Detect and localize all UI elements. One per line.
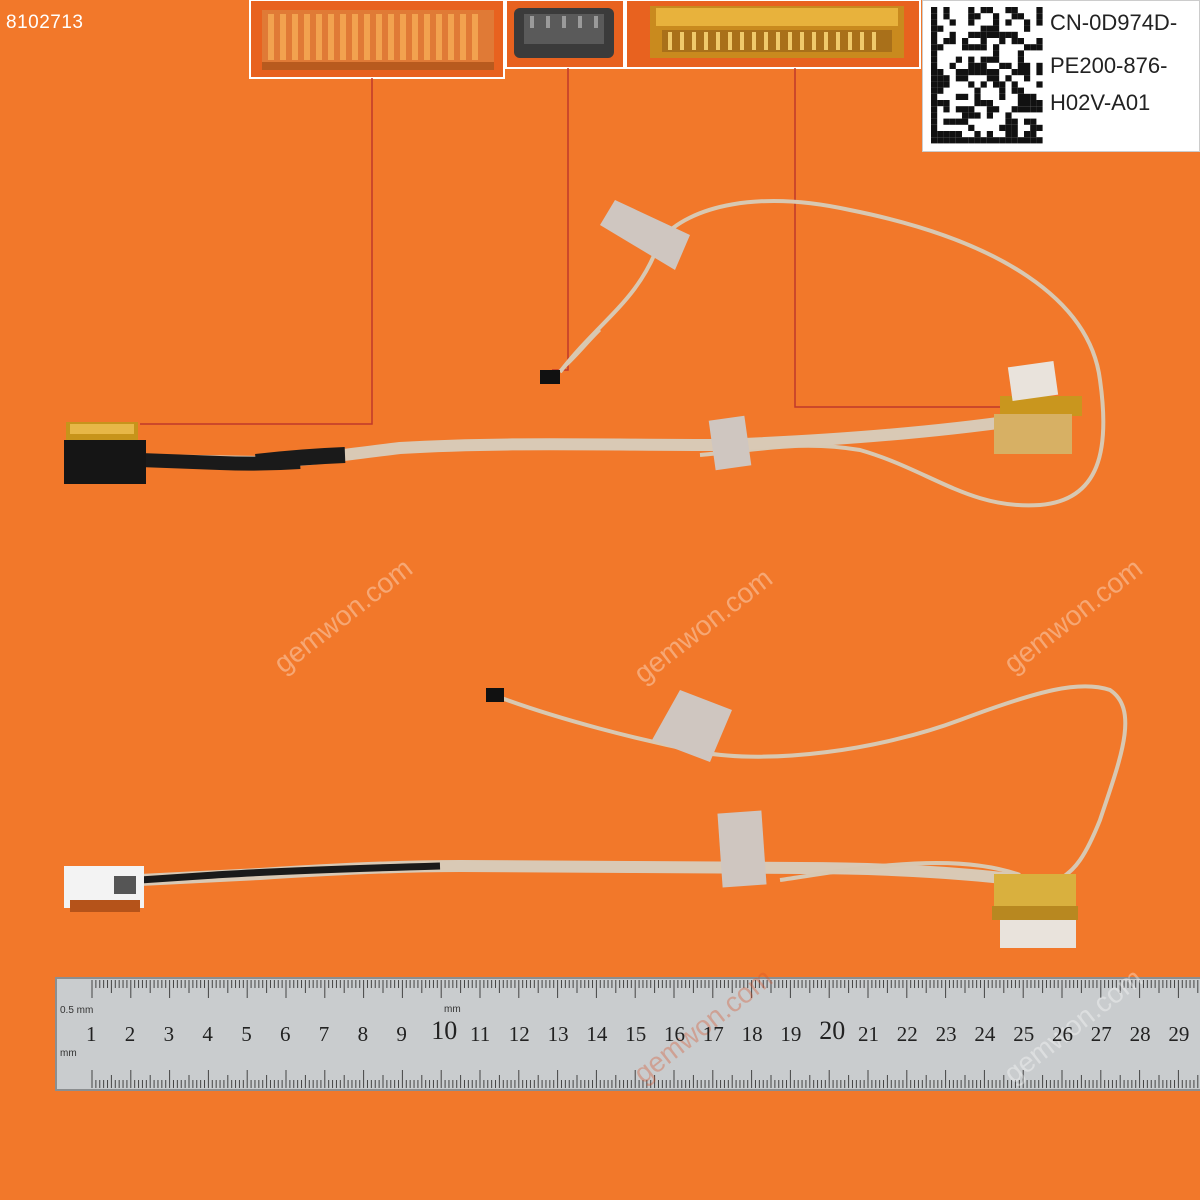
ruler-number: 22 <box>896 1022 918 1046</box>
product-sku: 8102713 <box>6 12 84 33</box>
ruler-number: 9 <box>396 1022 407 1046</box>
ruler-number: 21 <box>858 1022 879 1046</box>
ruler-number: 28 <box>1129 1022 1151 1046</box>
ruler-number: 2 <box>124 1022 136 1046</box>
ruler-unit: mm <box>444 1004 461 1015</box>
ruler-number: 3 <box>163 1022 175 1046</box>
ruler-number: 26 <box>1052 1022 1073 1046</box>
ruler-number: 18 <box>741 1022 763 1046</box>
ruler-number: 6 <box>280 1022 291 1046</box>
top-cable-assembly <box>64 199 1106 508</box>
ruler-number: 29 <box>1168 1022 1190 1046</box>
ruler-number: 12 <box>508 1022 530 1046</box>
ruler-number: 11 <box>470 1022 491 1046</box>
ruler-number: 15 <box>625 1022 647 1046</box>
part-label-line: CN-0D974D- <box>1050 10 1178 35</box>
ruler-number: 14 <box>586 1022 608 1046</box>
inset-connector-small <box>505 0 625 69</box>
ruler-number: 7 <box>318 1022 330 1046</box>
ruler-number: 19 <box>780 1022 802 1046</box>
ruler-number: 16 <box>664 1022 685 1046</box>
ruler-unit: 0.5 mm <box>60 1005 94 1016</box>
ruler-number: 8 <box>357 1022 369 1046</box>
inset-connector-left <box>249 0 505 79</box>
ruler-number: 23 <box>935 1022 957 1046</box>
ruler-number: 4 <box>202 1022 213 1046</box>
ruler-number: 10 <box>431 1016 458 1045</box>
callout-lines <box>140 68 1000 425</box>
ruler-number: 17 <box>702 1022 724 1046</box>
ruler-number: 24 <box>974 1022 996 1046</box>
ruler-unit: mm <box>60 1048 77 1059</box>
part-label-line: PE200-876- <box>1050 53 1168 78</box>
ruler-number: 13 <box>547 1022 569 1046</box>
ruler-number: 5 <box>241 1022 252 1046</box>
datamatrix-code <box>931 7 1043 144</box>
part-label <box>922 0 1200 152</box>
inset-connector-right <box>625 0 921 69</box>
ruler <box>55 977 1200 1091</box>
bottom-cable-assembly <box>64 684 1128 948</box>
ruler-number: 20 <box>819 1016 846 1045</box>
ruler-number: 25 <box>1013 1022 1035 1046</box>
ruler-number: 1 <box>86 1022 97 1046</box>
part-label-line: H02V-A01 <box>1050 90 1151 115</box>
ruler-number: 27 <box>1090 1022 1112 1046</box>
